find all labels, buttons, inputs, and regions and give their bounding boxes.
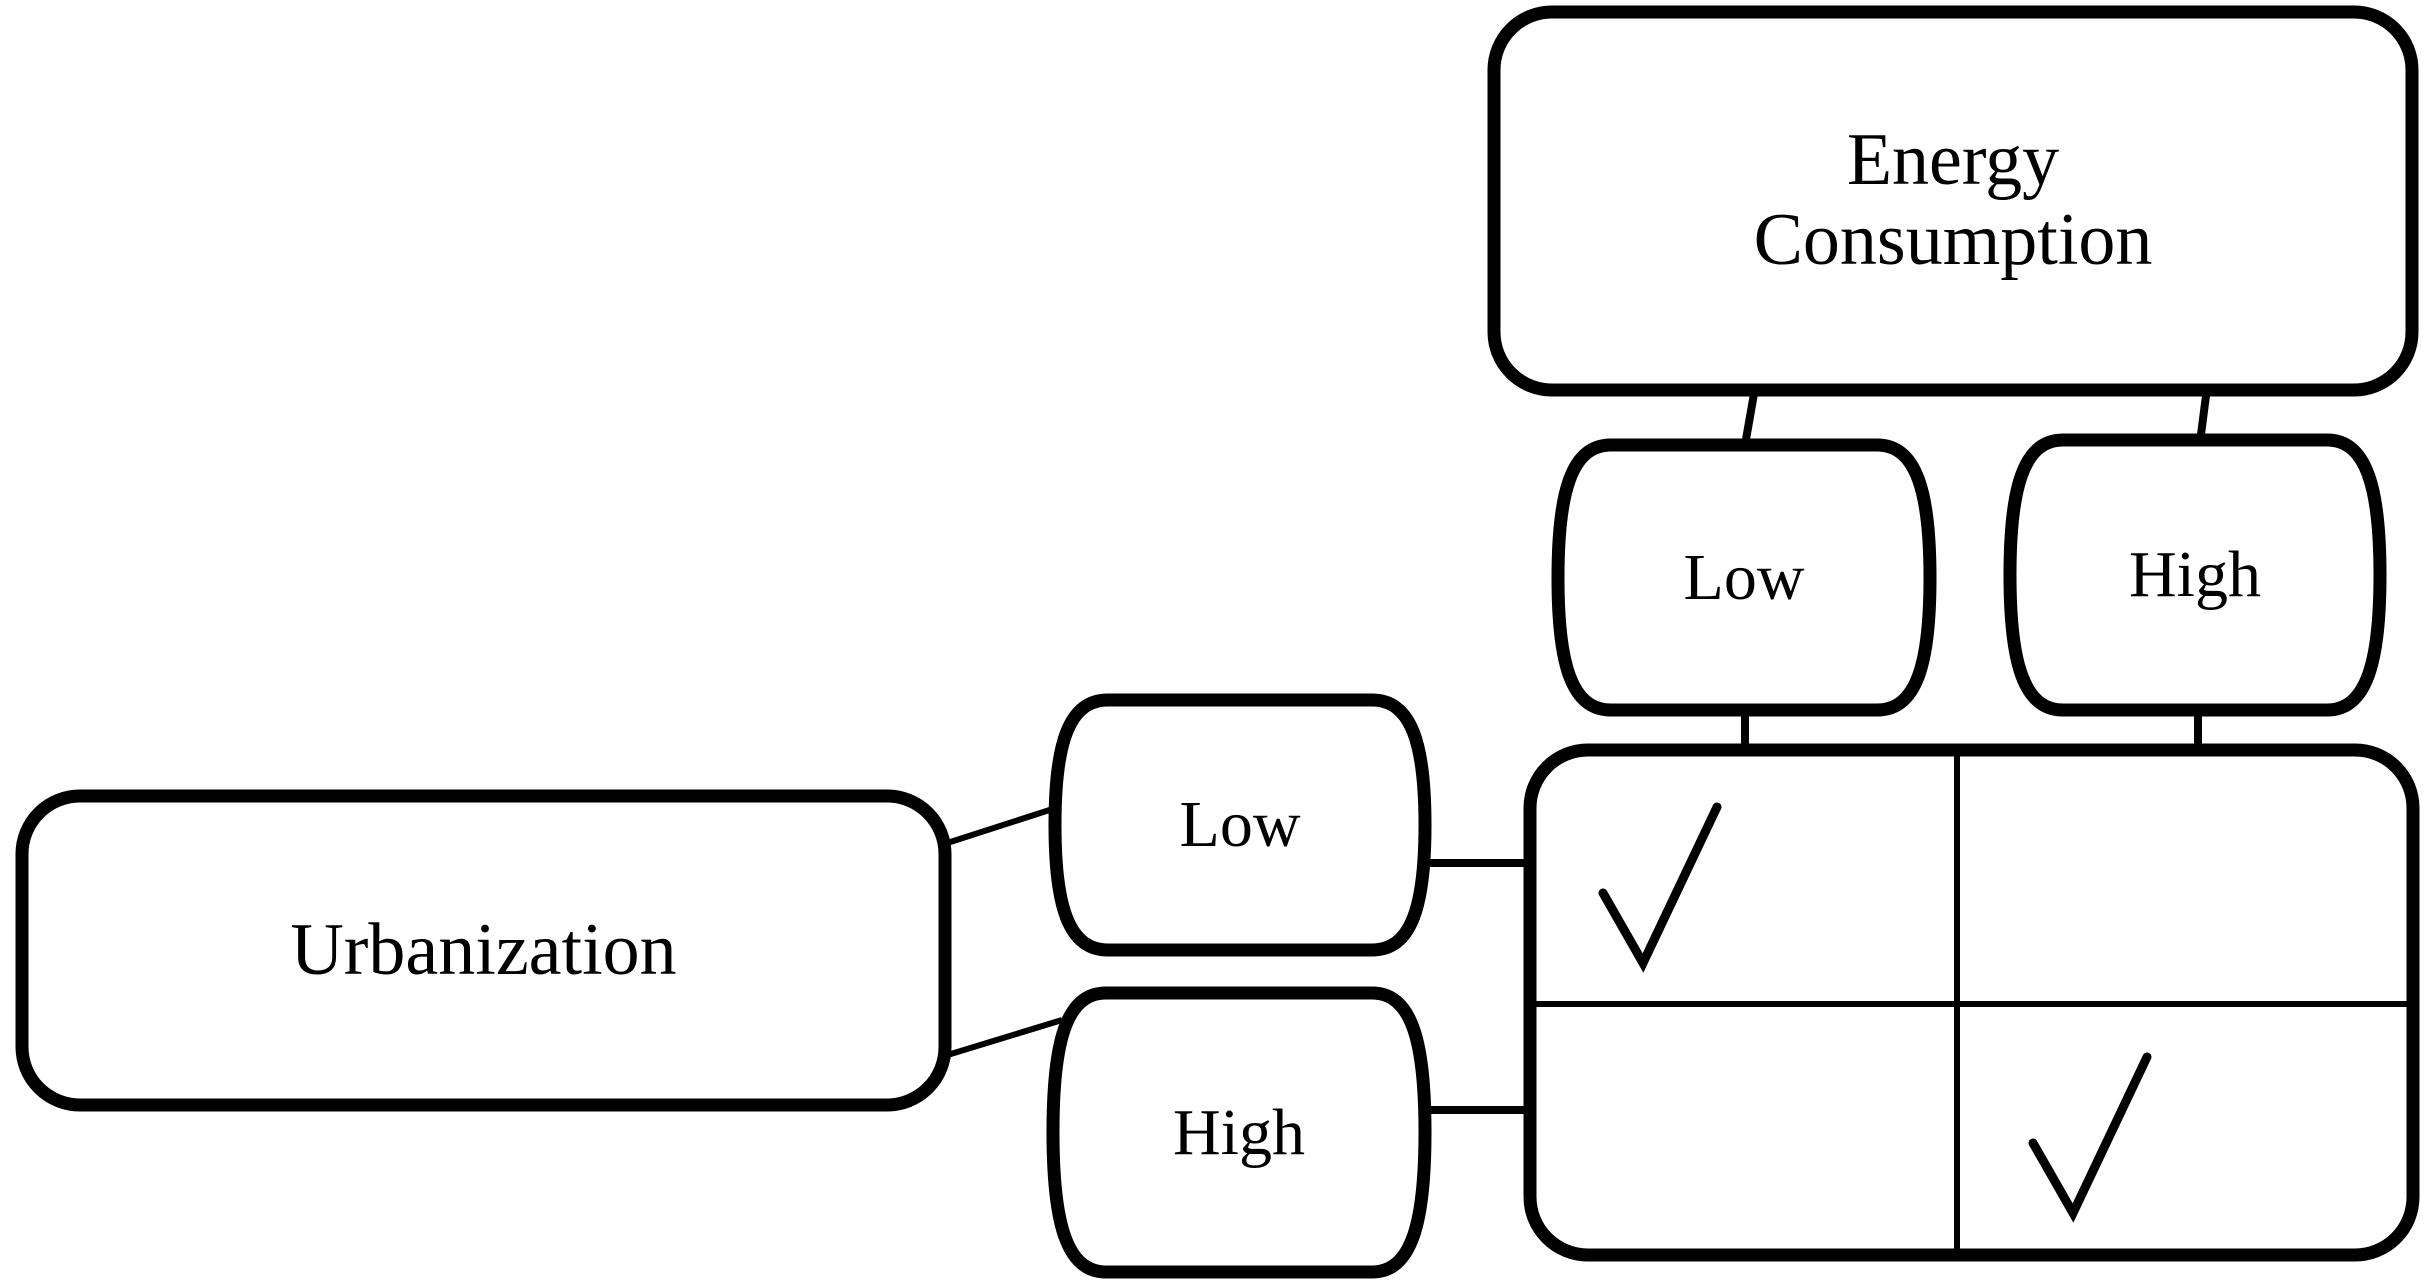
- edge-urbanization-to-high: [940, 1017, 1063, 1060]
- cpt-table[interactable]: [1523, 743, 2420, 1262]
- variable-node-energy-consumption[interactable]: [1487, 5, 2419, 397]
- variable-node-urbanization[interactable]: [15, 789, 952, 1112]
- state-node-group[interactable]: [1046, 433, 2387, 1279]
- state-node-urbanization-high[interactable]: [1046, 986, 1432, 1279]
- variable-node-group[interactable]: [15, 5, 2419, 1112]
- state-node-energy-low[interactable]: [1551, 438, 1937, 717]
- edge-energy-to-low: [1741, 387, 1759, 446]
- state-node-urbanization-low[interactable]: [1048, 693, 1432, 957]
- edge-urbanization-to-low: [940, 803, 1063, 848]
- edge-energy-to-high: [2196, 387, 2211, 443]
- state-node-energy-high[interactable]: [2003, 433, 2387, 717]
